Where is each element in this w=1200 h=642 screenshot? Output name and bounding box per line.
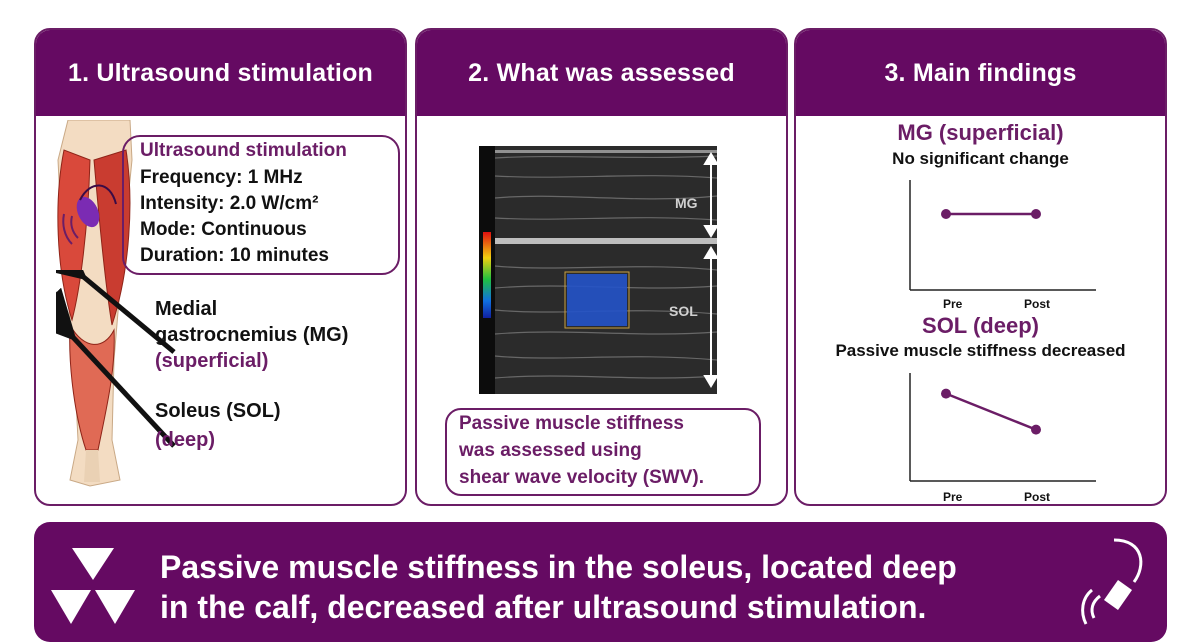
mg-post-point <box>1031 209 1041 219</box>
mg-x-label-post: Post <box>1024 297 1051 311</box>
calf-illustration <box>57 120 133 487</box>
swv-caption-line2: was assessed using <box>459 440 642 461</box>
panel-title: 2. What was assessed <box>417 30 786 116</box>
mg-label-line2: gastrocnemius (MG) <box>155 324 349 346</box>
duration-text: Duration: 10 minutes <box>140 245 329 266</box>
sol-depth-label: (deep) <box>155 429 215 451</box>
sol-series-line <box>945 392 1037 431</box>
intensity-text: Intensity: 2.0 W/cm² <box>140 193 319 214</box>
mg-finding-title: MG (superficial) <box>897 120 1064 145</box>
mg-depth-label: (superficial) <box>155 350 269 372</box>
stimulation-box-title: Ultrasound stimulation <box>140 140 347 161</box>
mg-pre-point <box>941 209 951 219</box>
conclusion-line2: in the calf, decreased after ultrasound … <box>160 589 927 625</box>
swv-caption-line1: Passive muscle stiffness <box>459 413 684 434</box>
sol-x-label-post: Post <box>1024 490 1051 504</box>
frequency-text: Frequency: 1 MHz <box>140 167 303 188</box>
panel-what-was-assessed: 2. What was assessed <box>415 28 788 506</box>
sol-x-label-pre: Pre <box>943 490 963 504</box>
ultrasound-probe-icon <box>1081 538 1143 625</box>
swv-caption-box <box>445 408 761 496</box>
triangles-icon <box>51 548 135 624</box>
conclusion-line1: Passive muscle stiffness in the soleus, … <box>160 549 957 585</box>
ultrasound-image: MG SOL <box>479 146 717 394</box>
sol-label: Soleus (SOL) <box>155 400 281 422</box>
sol-image-label: SOL <box>669 303 698 319</box>
mg-x-label-pre: Pre <box>943 297 963 311</box>
mg-image-label: MG <box>675 195 698 211</box>
sol-post-point <box>1031 424 1041 435</box>
panel-title: 1. Ultrasound stimulation <box>36 30 405 116</box>
pointer-arrows <box>56 270 176 448</box>
mg-finding-subtitle: No significant change <box>892 149 1069 168</box>
panel-main-findings: 3. Main findings MG (superficial) No sig… <box>794 28 1167 506</box>
panel-ultrasound-stimulation: 1. Ultrasound stimulation Ultrasound sti… <box>34 28 407 506</box>
sol-finding-subtitle: Passive muscle stiffness decreased <box>835 341 1126 360</box>
swv-caption-line3: shear wave velocity (SWV). <box>459 467 704 488</box>
panel-title: 3. Main findings <box>796 30 1165 116</box>
sol-pre-point <box>941 388 951 399</box>
sol-line-chart <box>909 373 1096 482</box>
sol-finding-title: SOL (deep) <box>922 313 1039 338</box>
mode-text: Mode: Continuous <box>140 219 307 240</box>
mg-line-chart <box>909 180 1096 291</box>
mg-label-line1: Medial <box>155 298 218 320</box>
stimulation-parameters-box <box>122 135 400 275</box>
conclusion-banner: Passive muscle stiffness in the soleus, … <box>34 522 1167 642</box>
